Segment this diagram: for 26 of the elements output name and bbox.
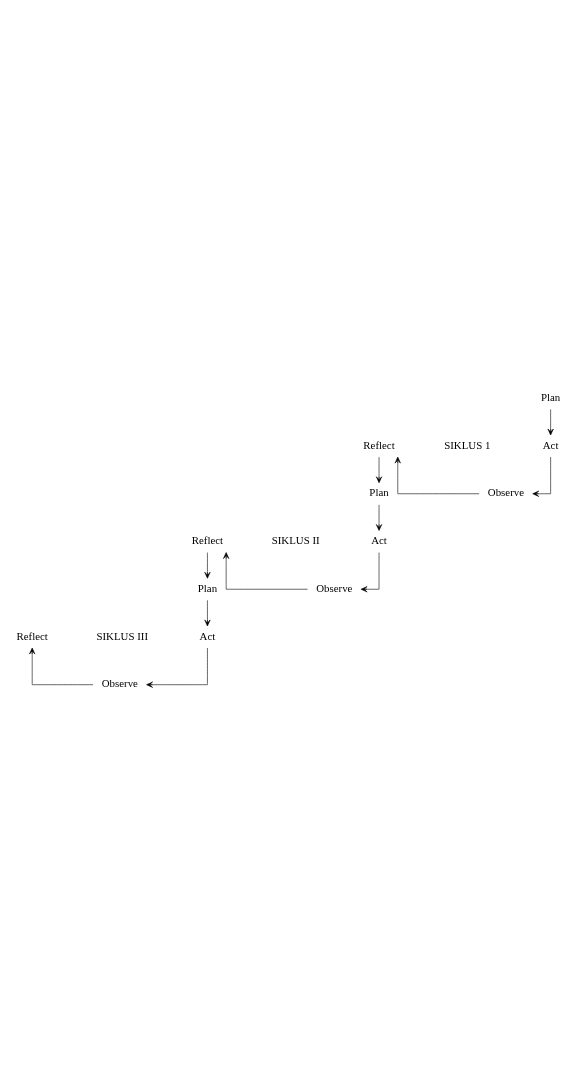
node-text: Observe <box>487 486 525 499</box>
arrow <box>532 456 551 497</box>
node-text: Act <box>199 629 216 642</box>
arrow <box>146 647 208 688</box>
arrow <box>394 456 480 495</box>
arrow <box>360 552 380 593</box>
node-text: Reflect <box>363 438 395 451</box>
node-text: Act <box>371 534 387 547</box>
label: SIKLUS III <box>96 629 149 642</box>
node-text: Plan <box>540 390 561 403</box>
node-text: Observe <box>316 581 353 594</box>
arrow <box>376 456 383 484</box>
arrow <box>204 552 211 579</box>
arrow <box>29 647 94 685</box>
node-text: Act <box>542 438 559 451</box>
label: SIKLUS 1 <box>444 438 491 451</box>
arrow <box>204 600 211 627</box>
arrow <box>547 409 554 436</box>
node-text: Observe <box>101 677 138 690</box>
label: SIKLUS II <box>271 534 320 547</box>
node-text: Plan <box>369 486 389 499</box>
node-text: Plan <box>197 581 218 594</box>
node-text: Reflect <box>16 629 48 642</box>
arrow <box>223 552 308 590</box>
arrow <box>376 504 383 531</box>
node-text: Reflect <box>191 534 224 547</box>
